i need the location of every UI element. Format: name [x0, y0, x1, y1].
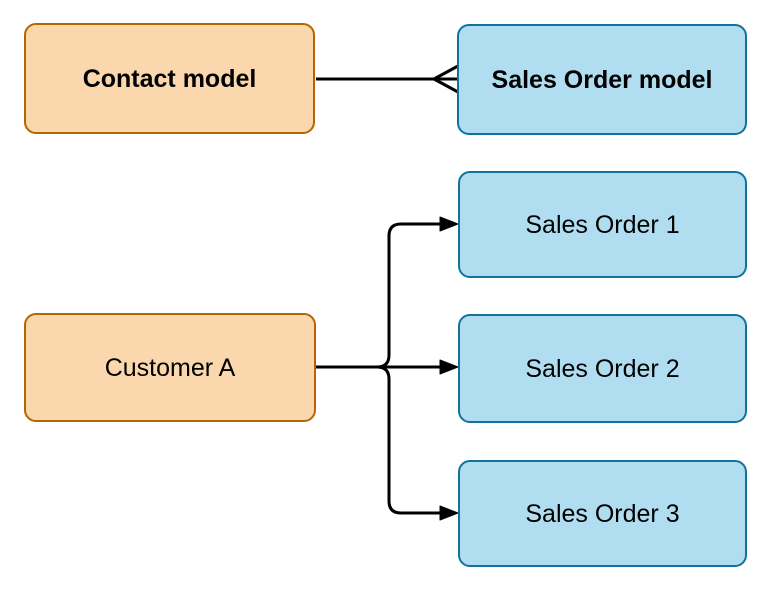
arrowhead-icon	[439, 216, 459, 232]
crows-foot-many-icon	[432, 64, 459, 94]
node-customer-a: Customer A	[24, 313, 316, 422]
node-sales-order-2: Sales Order 2	[458, 314, 747, 423]
node-sales-order-3: Sales Order 3	[458, 460, 747, 567]
node-sales-order-1: Sales Order 1	[458, 171, 747, 278]
node-label: Sales Order model	[491, 65, 713, 94]
node-label: Contact model	[82, 64, 257, 93]
edge-customer-to-sales-order-1	[316, 222, 441, 369]
node-sales-order-model: Sales Order model	[457, 24, 747, 135]
arrowhead-icon	[439, 505, 459, 521]
node-contact-model: Contact model	[24, 23, 315, 134]
edge-customer-to-sales-order-3	[316, 365, 441, 515]
node-label: Customer A	[104, 353, 236, 382]
node-label: Sales Order 3	[525, 499, 680, 528]
node-label: Sales Order 1	[525, 210, 680, 239]
node-label: Sales Order 2	[525, 354, 680, 383]
arrowhead-icon	[439, 359, 459, 375]
